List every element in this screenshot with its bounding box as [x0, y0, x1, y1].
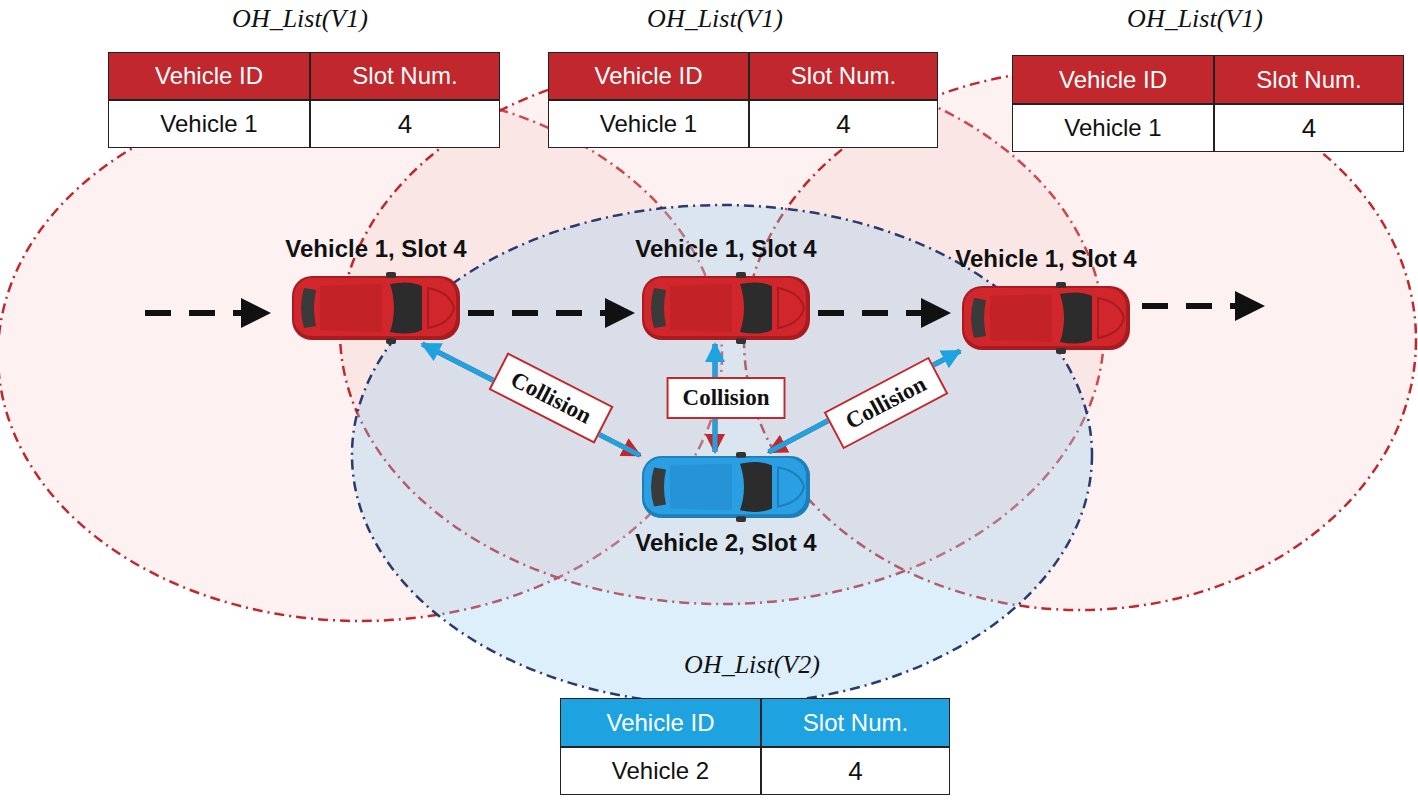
table-header: Slot Num. — [761, 698, 950, 747]
vehicle-label: Vehicle 1, Slot 4 — [941, 244, 1151, 274]
table-cell: Vehicle 1 — [548, 100, 749, 148]
vehicle-node: Vehicle 2, Slot 4 — [640, 452, 812, 522]
table-cell: Vehicle 1 — [108, 100, 310, 148]
table-header: Vehicle ID — [1012, 55, 1214, 104]
table-header: Slot Num. — [310, 52, 500, 100]
table-header: Slot Num. — [749, 52, 938, 100]
transmission-arrow — [422, 344, 640, 455]
table-title: OH_List(V1) — [1127, 4, 1263, 34]
table-title: OH_List(V2) — [684, 650, 820, 680]
table-cell: Vehicle 2 — [560, 747, 761, 795]
collision-label: Collision — [667, 377, 786, 419]
table-cell: 4 — [310, 100, 500, 148]
table-title: OH_List(V1) — [647, 4, 783, 34]
table-header: Vehicle ID — [560, 698, 761, 747]
table-title: OH_List(V1) — [232, 4, 368, 34]
range-ellipse — [352, 205, 1092, 705]
car-icon — [960, 282, 1132, 354]
table-cell: Vehicle 1 — [1012, 104, 1214, 152]
car-icon — [640, 452, 812, 522]
vehicle-label: Vehicle 2, Slot 4 — [621, 528, 831, 558]
vehicle-node: Vehicle 1, Slot 4 — [960, 282, 1132, 354]
car-icon — [640, 272, 812, 344]
vehicle-label: Vehicle 1, Slot 4 — [621, 234, 831, 264]
table-header: Vehicle ID — [108, 52, 310, 100]
vehicle-node: Vehicle 1, Slot 4 — [640, 272, 812, 344]
vehicle-label: Vehicle 1, Slot 4 — [271, 234, 481, 264]
vehicle-node: Vehicle 1, Slot 4 — [290, 272, 462, 344]
car-icon — [290, 272, 462, 344]
table-cell: 4 — [1214, 104, 1404, 152]
transmission-arrow — [769, 351, 960, 452]
table-header: Vehicle ID — [548, 52, 749, 100]
reply-arrow — [422, 344, 640, 455]
table-cell: 4 — [749, 100, 938, 148]
reply-arrow — [769, 351, 960, 452]
table-header: Slot Num. — [1214, 55, 1404, 104]
table-cell: 4 — [761, 747, 950, 795]
